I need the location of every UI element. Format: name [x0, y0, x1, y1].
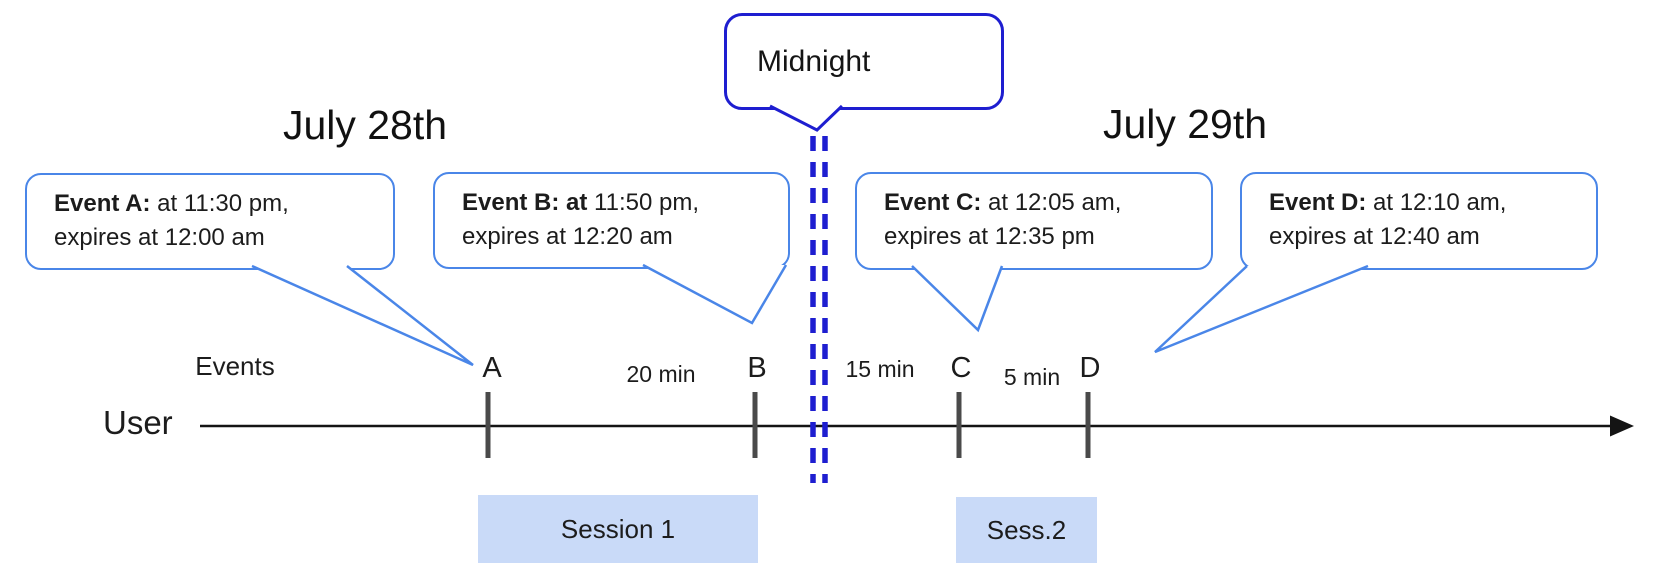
event-b-title: Event B: at: [462, 189, 588, 216]
session-2-label: Sess.2: [986, 514, 1067, 545]
gap-label-20min: 20 min: [626, 361, 696, 387]
events-axis-label: Events: [195, 351, 275, 381]
event-a-time: at 11:30 pm,: [150, 190, 289, 217]
timeline-arrowhead-icon: [1610, 415, 1634, 437]
gap-label-5min: 5 min: [1003, 364, 1061, 390]
tick-label-b: B: [747, 352, 767, 384]
tick-label-a: A: [482, 352, 502, 384]
event-c-line1: Event C: at 12:05 am,: [884, 186, 1211, 220]
tick-label-d: D: [1079, 352, 1101, 384]
event-c-callout: Event C: at 12:05 am, expires at 12:35 p…: [855, 172, 1213, 270]
midnight-callout-label: Midnight: [757, 44, 871, 78]
event-b-line1: Event B: at 11:50 pm,: [462, 186, 788, 220]
event-a-callout: Event A: at 11:30 pm, expires at 12:00 a…: [25, 173, 395, 270]
event-d-line1: Event D: at 12:10 am,: [1269, 186, 1596, 220]
event-a-line1: Event A: at 11:30 pm,: [54, 187, 393, 221]
session-2-box: Sess.2: [956, 497, 1097, 563]
date-title-july-29: July 29th: [1102, 101, 1268, 147]
event-b-callout: Event B: at 11:50 pm, expires at 12:20 a…: [433, 172, 790, 269]
midnight-callout: Midnight: [724, 13, 1004, 110]
event-c-title: Event C:: [884, 189, 982, 216]
event-c-callout-tail: [911, 265, 1004, 333]
event-a-title: Event A:: [54, 190, 151, 217]
event-d-title: Event D:: [1269, 189, 1367, 216]
event-d-callout-tail: [1154, 264, 1369, 354]
event-b-line2: expires at 12:20 am: [462, 223, 673, 250]
event-b-callout-tail: [642, 263, 788, 325]
user-axis-label: User: [103, 404, 173, 441]
event-d-line2: expires at 12:40 am: [1269, 223, 1480, 250]
event-c-line2: expires at 12:35 pm: [884, 223, 1095, 250]
event-b-time: 11:50 pm,: [587, 189, 699, 216]
event-d-time: at 12:10 am,: [1366, 189, 1507, 216]
event-a-line2: expires at 12:00 am: [54, 224, 265, 251]
session-1-box: Session 1: [478, 495, 758, 563]
event-c-time: at 12:05 am,: [981, 189, 1122, 216]
gap-label-15min: 15 min: [845, 356, 915, 382]
date-title-july-28: July 28th: [282, 102, 448, 148]
tick-label-c: C: [950, 352, 972, 384]
session-1-label: Session 1: [560, 513, 676, 544]
event-d-callout: Event D: at 12:10 am, expires at 12:40 a…: [1240, 172, 1598, 270]
